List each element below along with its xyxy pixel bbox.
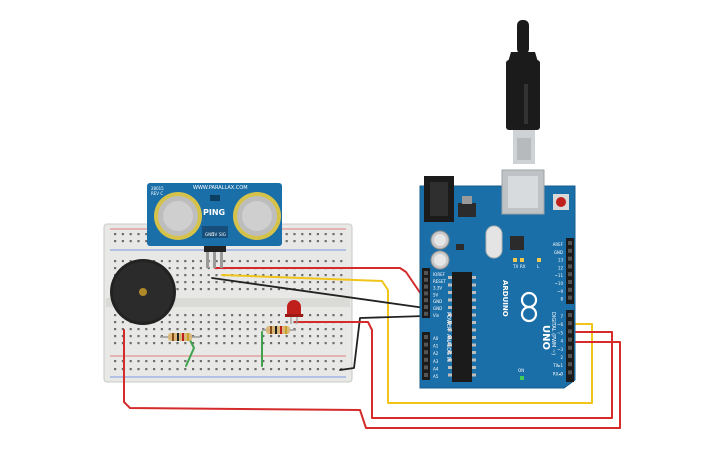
analog-pin-label-0: A0 (433, 336, 439, 341)
power-label: POWER (445, 312, 451, 331)
sensor-rev-label: 28015 (151, 186, 164, 191)
analog-pin-label-4: A4 (433, 366, 439, 371)
wire-red-led (294, 321, 613, 419)
piezo-buzzer[interactable] (110, 259, 176, 325)
digital-top-label-1: GND (554, 250, 563, 255)
arduino-infinity-logo (520, 291, 538, 323)
reset-button[interactable] (553, 194, 569, 210)
digital-top-label-4: ~11 (555, 273, 564, 278)
analog-pin-label-1: A1 (433, 344, 439, 349)
analog-pin-label-5: A5 (433, 374, 439, 379)
sensor-pin-5v: 5V (212, 232, 218, 237)
transducer-left-icon (154, 192, 202, 240)
header-holes (424, 241, 572, 377)
resistor-2[interactable] (262, 326, 296, 334)
wire-black-gnd-rail (339, 315, 426, 371)
ultrasonic-sensor[interactable]: PING WWW.PARALLAX.COM 28015 REV C GND 5V… (147, 183, 282, 268)
digital-top-label-3: 12 (558, 265, 564, 270)
arduino-brand-label: ARDUINO (501, 280, 509, 317)
arduino-uno-board[interactable]: TX RX L ON ARDUINO UNO POWER ANALOG IN D… (419, 169, 576, 389)
wire-yellow-signal (221, 274, 593, 404)
power-pin-label-0: IOREF (433, 272, 446, 277)
red-led[interactable] (285, 300, 303, 324)
power-pin-label-3: 5V (433, 292, 439, 297)
digital-top-label-0: AREF (553, 242, 564, 247)
digital-bottom-label-6: TX▸1 (552, 363, 563, 368)
digital-top-label-2: 13 (558, 258, 564, 263)
led-l-label: L (537, 264, 540, 269)
power-pin-label-1: RESET (433, 279, 446, 284)
digital-top-label-6: ~9 (557, 289, 563, 294)
digital-bottom-label-7: RX◂0 (553, 371, 564, 376)
wire-red-5v (214, 267, 426, 301)
digital-bottom-label-0: 7 (560, 314, 563, 319)
sensor-maker-label: WWW.PARALLAX.COM (193, 185, 248, 191)
digital-bottom-label-1: ~6 (557, 322, 563, 327)
power-pin-label-2: 3.3V (433, 286, 442, 291)
wire-green-1 (185, 339, 195, 367)
digital-label: DIGITAL (PWM ~) (550, 312, 556, 355)
digital-bottom-label-5: 2 (560, 355, 563, 360)
digital-top-label-5: ~10 (555, 281, 564, 286)
power-pin-label-4: GND (433, 299, 442, 304)
power-pin-label-5: GND (433, 306, 442, 311)
arduino-model-label: UNO (540, 325, 551, 350)
sensor-rev-sub-label: REV C (151, 191, 163, 196)
chip-pins (448, 276, 476, 377)
usb-cable[interactable] (506, 20, 540, 164)
digital-bottom-label-2: ~5 (557, 330, 563, 335)
analog-pin-label-2: A2 (433, 351, 439, 356)
led-tx-label: TX (512, 264, 518, 269)
wires (123, 267, 621, 429)
sensor-pin-gnd: GND (205, 232, 214, 237)
sensor-model-label: PING (203, 208, 225, 217)
resistor-1[interactable] (160, 333, 200, 341)
transducer-right-icon (233, 192, 281, 240)
sensor-pin-sig: SIG (219, 232, 226, 237)
analog-in-label: ANALOG IN (445, 334, 451, 362)
led-rx-label: RX (520, 264, 526, 269)
digital-top-label-7: 8 (560, 297, 563, 302)
analog-pin-label-3: A3 (433, 359, 439, 364)
atmega-chip (452, 272, 472, 382)
wire-red-buzzer (123, 329, 621, 429)
power-pin-label-6: Vin (433, 313, 440, 318)
wire-black-gnd-sensor (211, 277, 426, 309)
digital-bottom-label-3: 4 (560, 339, 563, 344)
on-led-label: ON (518, 368, 524, 373)
digital-bottom-label-4: ~3 (557, 347, 563, 352)
